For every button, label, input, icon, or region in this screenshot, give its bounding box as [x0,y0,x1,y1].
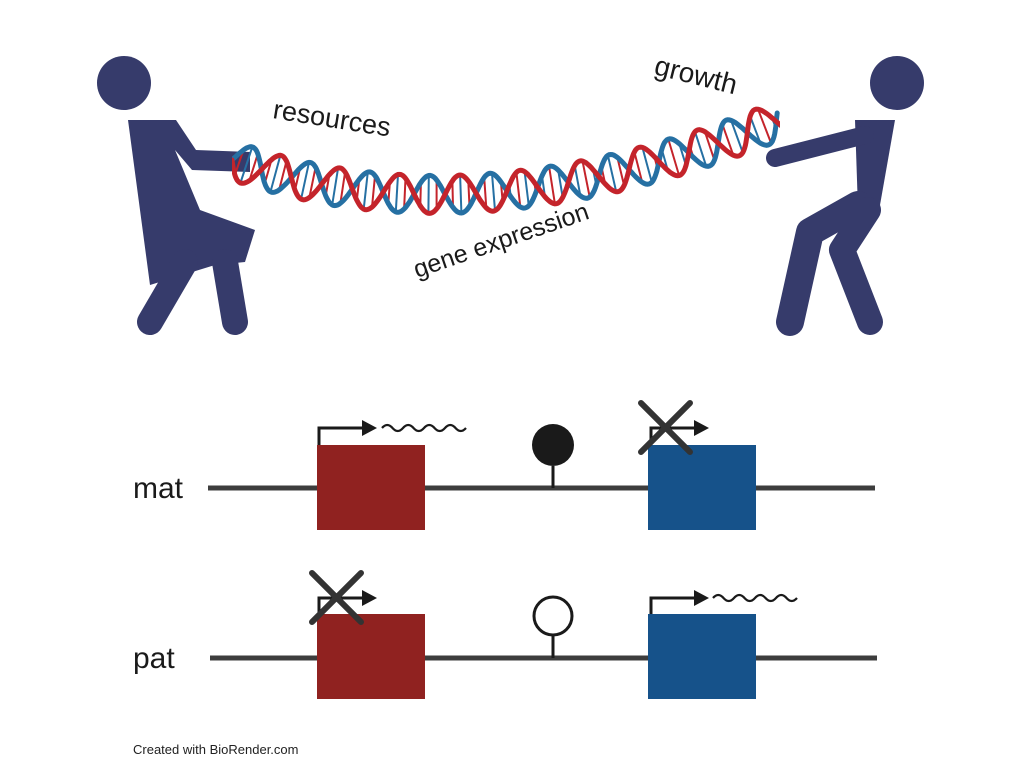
pat-transcript-wave-icon [712,593,798,603]
dna-base-pair [703,131,716,161]
dna-base-pair [641,147,653,183]
mat-label: mat [133,472,184,505]
dna-base-pair [515,172,522,208]
dna-strand-red [232,106,780,216]
dna-base-pair [459,174,463,214]
dna-base-pair [633,151,644,183]
dna-base-pair [308,166,317,198]
dna-base-pair [300,162,310,200]
dna-base-pair [616,157,626,186]
dna-base-pair [721,123,735,156]
dna-base-pair [581,160,591,198]
dna-base-pair [483,177,488,208]
pat-red-promoter-arrow-icon [317,590,377,614]
mat-red-promoter-arrow-icon [317,420,377,445]
mat-methylation-filled-icon [532,424,574,466]
dna-base-pair [523,171,530,206]
pat-blue-gene [648,614,756,699]
dna-base-pair [667,138,681,176]
father-figure-icon [766,56,924,336]
biorender-credit: Created with BioRender.com [133,742,299,757]
dna-base-pair [606,155,618,192]
mother-figure-icon [97,56,255,335]
dna-base-pair [749,115,762,144]
dna-base-pair [278,160,288,191]
dna-base-pair [269,155,282,193]
dna-base-pair [331,167,340,206]
dna-base-pair [557,169,564,198]
pat-methylation-open-icon [532,595,574,637]
mat-allele: mat [133,400,875,530]
mat-transcript-wave-icon [381,423,467,433]
dna-base-pair [694,131,708,167]
mat-blue-gene [648,445,756,530]
dna-base-pair [362,171,369,210]
dna-strand-blue [232,110,780,216]
dna-base-pair [730,120,744,153]
resources-label: resources [271,94,393,142]
pat-blue-promoter-arrow-icon [649,590,709,614]
dna-base-pair [573,165,582,196]
pat-red-gene [317,614,425,699]
dna-base-pair [239,146,254,184]
dna-helix [232,106,780,216]
dna-base-pair [548,166,556,204]
pat-allele: pat [133,570,877,699]
pat-red-silenced-x-icon [309,570,364,625]
mat-blue-silenced-x-icon [638,400,693,455]
dna-base-pair [403,178,407,210]
pat-label: pat [133,642,175,675]
mat-red-gene [317,445,425,530]
dna-base-pair [757,108,773,144]
dna-base-pair [371,175,376,208]
dna-base-pair [394,174,399,212]
growth-label: growth [652,50,741,100]
dna-base-pair [491,173,496,211]
dna-base-pair [248,153,259,181]
dna-base-pair [339,171,347,204]
